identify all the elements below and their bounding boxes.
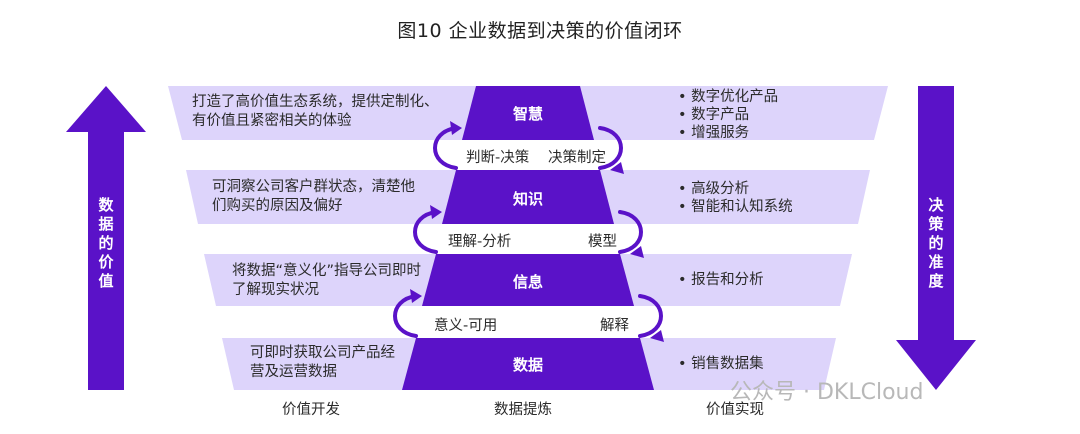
- curve-left-1: [433, 126, 458, 170]
- curve-right-3: [638, 294, 663, 338]
- list-item: 智能和认知系统: [678, 198, 793, 216]
- layer-knowledge-list: 高级分析 智能和认知系统: [678, 180, 793, 216]
- curve-right-1: [598, 126, 623, 170]
- layer-knowledge-label: 知识: [512, 190, 543, 208]
- list-item: 数字优化产品: [678, 88, 778, 106]
- layer-information-description: 将数据“意义化”指导公司即时了解现实状况: [232, 263, 422, 298]
- arrowhead-left-2: [430, 205, 442, 219]
- left-axis-label: 数据的价值: [98, 196, 114, 290]
- list-item: 报告和分析: [678, 271, 764, 289]
- layer-data-label: 数据: [512, 356, 543, 374]
- list-item: 销售数据集: [678, 355, 764, 373]
- trapezoid-knowledge: [442, 170, 614, 224]
- layer-information-label: 信息: [512, 273, 543, 291]
- curve-left-3: [393, 294, 418, 338]
- layer-information-list: 报告和分析: [678, 271, 764, 289]
- trapezoid-information: [422, 254, 634, 306]
- left-up-arrow: [66, 86, 146, 390]
- bottom-label-right: 价值实现: [706, 402, 764, 418]
- arrowhead-right-1: [610, 162, 624, 174]
- curve-left-2: [413, 210, 438, 254]
- transition-2-left: 理解-分析: [448, 234, 512, 250]
- transition-1-right: 决策制定: [548, 150, 606, 166]
- list-item: 高级分析: [678, 180, 793, 198]
- list-item: 增强服务: [678, 124, 778, 142]
- right-axis-label: 决策的准度: [928, 196, 944, 290]
- trapezoid-wisdom: [462, 86, 594, 140]
- bottom-label-left: 价值开发: [282, 402, 340, 418]
- transition-1-left: 判断-决策: [466, 150, 530, 166]
- trapezoid-data: [402, 338, 654, 390]
- layer-data-list: 销售数据集: [678, 355, 764, 373]
- bottom-label-center: 数据提炼: [494, 402, 552, 418]
- layer-data-description: 可即时获取公司产品经营及运营数据: [250, 345, 395, 380]
- curve-right-2: [618, 210, 643, 254]
- arrowhead-left-1: [450, 121, 462, 135]
- arrowhead-right-3: [650, 330, 664, 342]
- diagram-title: 图10 企业数据到决策的价值闭环: [397, 20, 683, 42]
- list-item: 数字产品: [678, 106, 778, 124]
- transition-3-right: 解释: [600, 318, 629, 334]
- layer-wisdom-list: 数字优化产品 数字产品 增强服务: [678, 88, 778, 142]
- transition-2-right: 模型: [588, 234, 617, 250]
- layer-knowledge-description: 可洞察公司客户群状态，清楚他们购买的原因及偏好: [212, 179, 415, 214]
- watermark: 公众号 · DKLCloud: [730, 380, 924, 405]
- transition-3-left: 意义-可用: [434, 318, 498, 334]
- layer-wisdom-description: 打造了高价值生态系统，提供定制化、有价值且紧密相关的体验: [192, 94, 439, 129]
- arrowhead-left-3: [410, 289, 422, 303]
- layer-wisdom-label: 智慧: [512, 105, 543, 123]
- right-down-arrow: [896, 86, 976, 390]
- arrowhead-right-2: [630, 246, 644, 258]
